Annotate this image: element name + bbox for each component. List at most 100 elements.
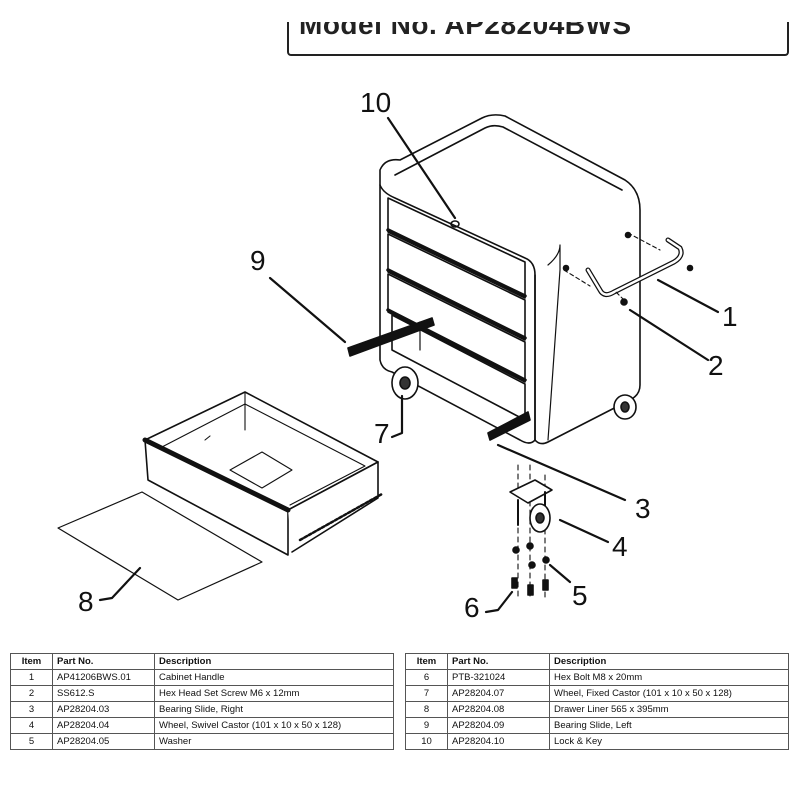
- item-cell: 8: [405, 701, 448, 718]
- drawer-assembly: [142, 391, 384, 556]
- callout-leaders: [98, 116, 720, 614]
- set-screw-icon: [686, 264, 694, 272]
- tool-cabinet: [379, 114, 694, 445]
- table-header-row: Item Part No. Description: [405, 653, 789, 670]
- model-number-box: Model No. AP28204BWS: [287, 22, 789, 56]
- item-cell: 2: [10, 685, 53, 702]
- callout-2: 2: [708, 350, 724, 381]
- callout-4: 4: [612, 531, 628, 562]
- bearing-slide-right: [487, 411, 531, 441]
- callout-1: 1: [722, 301, 738, 332]
- item-cell: 7: [405, 685, 448, 702]
- castor-mounting-plate: [509, 479, 553, 504]
- description-cell: Lock & Key: [549, 733, 789, 750]
- header-part-no: Part No.: [447, 653, 550, 670]
- part-no-cell: AP28204.09: [447, 717, 550, 734]
- description-cell: Wheel, Swivel Castor (101 x 10 x 50 x 12…: [154, 717, 394, 734]
- drawer-handles: [386, 228, 527, 382]
- lock-icon: [450, 220, 460, 228]
- leader-5: [548, 563, 572, 584]
- description-cell: Hex Bolt M8 x 20mm: [549, 669, 789, 686]
- washer-icon: [542, 556, 550, 564]
- description-cell: Cabinet Handle: [154, 669, 394, 686]
- washer-icon: [526, 542, 534, 550]
- swivel-castor-assembly: [509, 464, 553, 601]
- callout-10: 10: [360, 87, 391, 118]
- drawer-runner: [298, 492, 384, 542]
- leader-10: [386, 116, 457, 220]
- part-no-cell: AP28204.05: [52, 733, 155, 750]
- drawer-inner-rim: [159, 403, 366, 506]
- cabinet-side-edge: [547, 244, 561, 441]
- model-number-text: Model No. AP28204BWS: [299, 22, 632, 40]
- item-cell: 3: [10, 701, 53, 718]
- bearing-slide-left: [347, 317, 435, 357]
- part-no-cell: AP28204.10: [447, 733, 550, 750]
- item-cell: 5: [10, 733, 53, 750]
- description-cell: Washer: [154, 733, 394, 750]
- callout-5: 5: [572, 580, 588, 611]
- description-cell: Wheel, Fixed Castor (101 x 10 x 50 x 128…: [549, 685, 789, 702]
- callout-7: 7: [374, 418, 390, 449]
- description-cell: Drawer Liner 565 x 395mm: [549, 701, 789, 718]
- callout-8: 8: [78, 586, 94, 617]
- item-cell: 6: [405, 669, 448, 686]
- washer-icon: [512, 546, 520, 554]
- part-no-cell: AP41206BWS.01: [52, 669, 155, 686]
- hex-bolt-icon: [511, 577, 518, 589]
- part-no-cell: AP28204.07: [447, 685, 550, 702]
- header-item: Item: [10, 653, 53, 670]
- cabinet-handle-highlight: [586, 238, 683, 296]
- item-cell: 10: [405, 733, 448, 750]
- wheel-hub: [620, 401, 630, 413]
- description-cell: Bearing Slide, Right: [154, 701, 394, 718]
- leader-8: [98, 566, 142, 602]
- wheel-hub: [535, 512, 545, 524]
- drawer-inner-edge: [204, 391, 246, 441]
- header-part-no: Part No.: [52, 653, 155, 670]
- leader-1: [656, 278, 720, 314]
- cabinet-front-outline: [379, 184, 536, 444]
- screw-hole: [624, 231, 632, 239]
- description-cell: Hex Head Set Screw M6 x 12mm: [154, 685, 394, 702]
- drawer-side-panel: [287, 461, 379, 553]
- header-description: Description: [154, 653, 394, 670]
- screw-hole: [562, 264, 570, 272]
- leader-9: [268, 276, 347, 344]
- callout-6: 6: [464, 592, 480, 623]
- leader-4: [558, 518, 610, 544]
- leader-3: [496, 443, 627, 502]
- cabinet-top-edge: [394, 124, 623, 191]
- washer-icon: [528, 561, 536, 569]
- header-description: Description: [549, 653, 789, 670]
- part-no-cell: PTB-321024: [447, 669, 550, 686]
- description-cell: Bearing Slide, Left: [549, 717, 789, 734]
- part-no-cell: AP28204.08: [447, 701, 550, 718]
- hex-bolt-icon: [542, 579, 549, 591]
- drawer-1: [387, 197, 526, 299]
- item-cell: 9: [405, 717, 448, 734]
- wheel-hub: [399, 376, 411, 390]
- table-header-row: Item Part No. Description: [10, 653, 394, 670]
- leader-7: [390, 394, 404, 439]
- header-item: Item: [405, 653, 448, 670]
- item-cell: 1: [10, 669, 53, 686]
- drawer-liner: [57, 491, 263, 601]
- drawer-3: [387, 273, 526, 383]
- callout-9: 9: [250, 245, 266, 276]
- drawer-floor-recess: [229, 451, 293, 489]
- callout-3: 3: [635, 493, 651, 524]
- leader-2: [628, 308, 710, 362]
